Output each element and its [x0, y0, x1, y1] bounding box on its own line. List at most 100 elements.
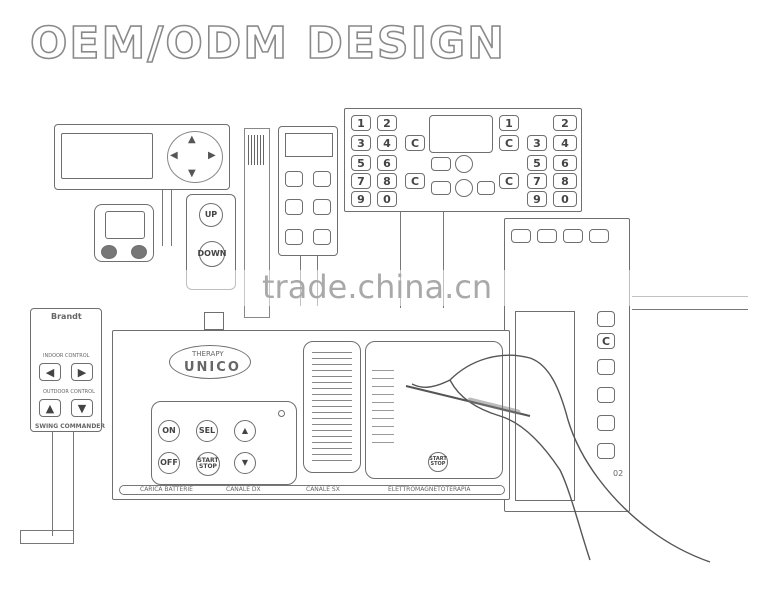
brandt-footer: SWING COMMANDER: [35, 423, 106, 430]
down-arrow-icon: ▼: [188, 168, 196, 179]
down-button[interactable]: DOWN: [198, 241, 226, 267]
sel-button[interactable]: SEL: [196, 420, 218, 442]
narrow-key-5[interactable]: [285, 229, 303, 245]
keypad-key[interactable]: 0: [553, 191, 577, 207]
brandt-panel: Brandt INDOOR CONTROL ◀ ▶ OUTDOOR CONTRO…: [30, 308, 106, 432]
narrow-key-6[interactable]: [313, 229, 331, 245]
keypad-key[interactable]: 3: [351, 135, 371, 151]
keypad-key[interactable]: 2: [553, 115, 577, 131]
keypad-key[interactable]: 4: [377, 135, 397, 151]
keypad-key[interactable]: C: [499, 173, 519, 189]
keypad-key[interactable]: 9: [527, 191, 547, 207]
footer-label-1: CARICA BATTERIE: [140, 486, 193, 493]
right-top-key-1[interactable]: [511, 229, 531, 243]
right-side-key-6[interactable]: [597, 443, 615, 459]
therapy-title-top: THERAPY: [192, 350, 224, 358]
footer-label-4: ELETTROMAGNETOTERAPIA: [388, 486, 471, 493]
keypad-screen: [429, 115, 493, 153]
handheld-cable: [162, 190, 172, 246]
keypad-key[interactable]: C: [405, 135, 425, 151]
therapy-panel: THERAPY UNICO ON SEL ▲ OFF START STOP ▼ …: [112, 330, 510, 500]
keypad-key[interactable]: 1: [499, 115, 519, 131]
keypad-key[interactable]: 5: [351, 155, 371, 171]
keypad-key[interactable]: 8: [553, 173, 577, 189]
brandt-left-arrow[interactable]: ◀: [39, 363, 61, 381]
keypad-key[interactable]: 6: [553, 155, 577, 171]
keypad-func-key-5[interactable]: [477, 181, 495, 195]
right-top-key-3[interactable]: [563, 229, 583, 243]
keypad-func-key-1[interactable]: [431, 157, 451, 171]
finger-outline: [411, 379, 591, 561]
brandt-logo: Brandt: [51, 312, 82, 321]
therapy-title-main: UNICO: [184, 360, 241, 375]
keypad-cable: [400, 212, 444, 308]
keypad-key[interactable]: 4: [553, 135, 577, 151]
narrow-screen: [285, 133, 333, 157]
start-stop-button[interactable]: START STOP: [196, 452, 220, 476]
therapy-body-area: START STOP: [365, 341, 503, 479]
narrow-key-1[interactable]: [285, 171, 303, 187]
brandt-down-arrow[interactable]: ▼: [71, 399, 93, 417]
lcd-display: [61, 133, 153, 179]
keypad-func-key-4[interactable]: [455, 179, 473, 197]
right-side-key-1[interactable]: [597, 311, 615, 327]
keypad-key[interactable]: 7: [527, 173, 547, 189]
keypad-key[interactable]: 1: [351, 115, 371, 131]
therapy-text-column: [303, 341, 361, 473]
display-arrow-panel: ▲ ◀ ▶ ▼: [54, 124, 230, 190]
footer-label-3: CANALE SX: [306, 486, 340, 493]
narrow-keypad-panel: [278, 126, 338, 256]
watermark-text: trade.china.cn: [262, 268, 493, 306]
therapy-footer-bar: CARICA BATTERIE CANALE DX CANALE SX ELET…: [119, 485, 505, 495]
keypad-key[interactable]: 8: [377, 173, 397, 189]
handheld-right-button[interactable]: [131, 245, 147, 259]
right-side-key-c[interactable]: C: [597, 333, 615, 349]
right-top-key-2[interactable]: [537, 229, 557, 243]
right-side-key-3[interactable]: [597, 359, 615, 375]
keypad-key[interactable]: 5: [527, 155, 547, 171]
on-button[interactable]: ON: [158, 420, 180, 442]
brandt-up-arrow[interactable]: ▲: [39, 399, 61, 417]
off-button[interactable]: OFF: [158, 452, 180, 474]
therapy-button-area: ON SEL ▲ OFF START STOP ▼: [151, 401, 297, 485]
keypad-func-key-2[interactable]: [455, 155, 473, 173]
narrow-key-3[interactable]: [285, 199, 303, 215]
pen-grip: [467, 397, 521, 415]
right-panel-code: 02: [613, 469, 624, 478]
hand-drawing-illustration: [405, 354, 711, 563]
body-start-stop-button[interactable]: START STOP: [428, 452, 448, 472]
keypad-key[interactable]: 3: [527, 135, 547, 151]
keypad-key[interactable]: 7: [351, 173, 371, 189]
down-arrow-button[interactable]: ▼: [234, 452, 256, 474]
right-side-key-4[interactable]: [597, 387, 615, 403]
footer-label-2: CANALE DX: [226, 486, 261, 493]
arrow-pad: ▲ ◀ ▶ ▼: [167, 131, 223, 183]
right-tall-panel: C 02: [504, 218, 630, 512]
indicator-led: [278, 410, 285, 417]
handheld-left-button[interactable]: [101, 245, 117, 259]
keypad-key[interactable]: 2: [377, 115, 397, 131]
keypad-key[interactable]: C: [499, 135, 519, 151]
brandt-section-2: OUTDOOR CONTROL: [43, 389, 95, 395]
narrow-key-4[interactable]: [313, 199, 331, 215]
right-side-key-5[interactable]: [597, 415, 615, 431]
handheld-display: [94, 204, 154, 262]
brandt-flex-tail: [20, 530, 74, 544]
up-arrow-button[interactable]: ▲: [234, 420, 256, 442]
right-panel-window: [515, 311, 575, 501]
keypad-key[interactable]: 9: [351, 191, 371, 207]
brandt-section-1: INDOOR CONTROL: [43, 353, 90, 359]
keypad-key[interactable]: 0: [377, 191, 397, 207]
brandt-right-arrow[interactable]: ▶: [71, 363, 93, 381]
right-top-key-4[interactable]: [589, 229, 609, 243]
brandt-flex-cable: [52, 432, 74, 536]
keypad-key[interactable]: 6: [377, 155, 397, 171]
narrow-key-2[interactable]: [313, 171, 331, 187]
keypad-key[interactable]: C: [405, 173, 425, 189]
handheld-screen: [105, 211, 145, 239]
up-button[interactable]: UP: [199, 203, 223, 227]
hand-outline: [449, 354, 711, 563]
numeric-keypad-panel: 1 2 1 2 3 4 C C 3 4 5 6 5 6 7 8 C C 7 8 …: [344, 108, 582, 212]
keypad-func-key-3[interactable]: [431, 181, 451, 195]
up-arrow-icon: ▲: [188, 134, 196, 145]
